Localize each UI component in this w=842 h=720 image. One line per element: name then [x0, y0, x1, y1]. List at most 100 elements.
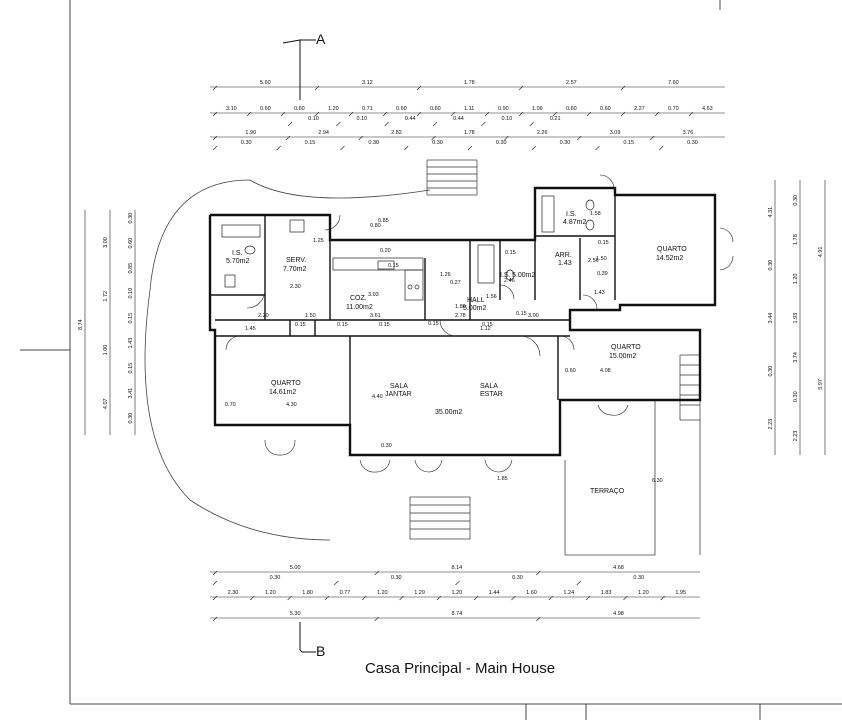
dimension-label-bottom: 5.30 — [290, 611, 301, 617]
dimension-label-bottom: 0.77 — [340, 590, 351, 596]
dimension-label-top: 0.70 — [668, 106, 679, 112]
dimension-label-top: 0.60 — [396, 106, 407, 112]
dimension-label-bottom: 1.24 — [563, 590, 574, 596]
dimension-tick — [399, 595, 404, 601]
dimension-tick — [484, 111, 490, 117]
dimension-tick — [314, 111, 320, 117]
dimension-label-right: 3.44 — [768, 313, 774, 324]
dimension-label-top: 1.11 — [464, 106, 474, 112]
dimension-tick — [246, 111, 252, 117]
room-area: 7.70m2 — [283, 266, 306, 273]
room-name: TERRAÇO — [590, 488, 625, 495]
dimension-label-interior: 0.60 — [565, 368, 576, 374]
dimension-label-bottom: 1.20 — [377, 590, 388, 596]
dimension-label-top-sub: 0.44 — [405, 116, 416, 122]
room-name-line1: SALA — [390, 383, 408, 390]
dimension-label-interior: 1.56 — [486, 294, 497, 300]
dimension-label-interior: 4.30 — [286, 402, 297, 408]
dimension-label-top: 2.57 — [566, 80, 577, 86]
dimension-tick — [416, 111, 422, 117]
dimension-label-left: 1.43 — [128, 338, 134, 349]
dimension-tick — [620, 85, 626, 91]
dimension-label-top: 3.12 — [362, 80, 373, 86]
interior-walls — [210, 195, 616, 455]
dimension-tick — [276, 145, 281, 151]
section-marker-b — [299, 622, 316, 653]
dimension-label-left: 8.74 — [78, 319, 84, 330]
dimension-tick — [595, 145, 600, 151]
dimension-tick — [536, 570, 541, 576]
dimension-label-bottom-sub: 0.30 — [633, 575, 644, 581]
dimension-tick — [511, 595, 516, 601]
section-marker-a — [282, 39, 316, 100]
dimension-label-left: 1.00 — [103, 345, 109, 356]
dimension-label-interior: 2.30 — [290, 284, 301, 290]
dimension-tick — [280, 111, 286, 117]
dimension-label-interior: 0.30 — [381, 443, 392, 449]
dimension-lines — [84, 86, 826, 619]
dimension-tick — [404, 145, 409, 151]
dimension-tick — [623, 595, 628, 601]
dimension-tick — [314, 85, 320, 91]
room-name: I.S. — [500, 272, 511, 279]
dimension-label-top-sub: 0.30 — [687, 140, 698, 146]
dimension-label-bottom: 1.95 — [675, 590, 686, 596]
dimension-label-right: 0.30 — [793, 195, 799, 206]
section-label-b: B — [316, 643, 325, 659]
dimension-label-top: 2.82 — [391, 130, 402, 136]
dimension-label-interior: 4.40 — [372, 394, 383, 400]
room-name-line1: SALA — [480, 383, 498, 390]
dimension-tick — [212, 570, 218, 576]
dimension-label-interior: 1.85 — [497, 476, 508, 482]
dimension-label-top: 4.63 — [702, 106, 713, 112]
dimension-label-top-sub: 0.30 — [432, 140, 443, 146]
dimension-label-bottom: 1.20 — [638, 590, 649, 596]
dimension-label-interior: 0.15 — [482, 322, 493, 328]
dimension-label-top-sub: 0.15 — [305, 140, 316, 146]
dimension-label-left: 0.10 — [128, 288, 134, 299]
dimension-label-bottom-sub: 0.30 — [270, 575, 281, 581]
dimension-label-top: 3.76 — [683, 130, 694, 136]
dimension-label-bottom: 1.20 — [452, 590, 463, 596]
dimension-label-right: 0.30 — [768, 366, 774, 377]
dimension-label-interior: 0.15 — [337, 322, 348, 328]
dimension-tick — [324, 595, 330, 601]
dimension-tick — [416, 85, 422, 91]
dimension-label-top: 1.90 — [245, 130, 256, 136]
dimension-label-interior: 2.46 — [504, 278, 515, 284]
dimension-label-left: 0.30 — [128, 213, 134, 224]
dimension-label-top: 1.06 — [532, 106, 543, 112]
room-name: I.S. — [232, 250, 243, 257]
dimension-label-top-sub: 0.10 — [357, 116, 368, 122]
dimension-label-interior: 0.15 — [379, 322, 390, 328]
dimension-label-top: 0.60 — [430, 106, 441, 112]
dimension-label-interior: 1.25 — [313, 238, 324, 244]
dimension-label-top-sub: 0.44 — [453, 116, 464, 122]
french-doors — [264, 227, 734, 473]
dimension-label-right: 0.30 — [768, 260, 774, 271]
dimension-tick — [432, 121, 438, 127]
dimension-label-left: 0.15 — [128, 313, 134, 324]
dimension-label-bottom: 8.74 — [452, 611, 463, 617]
dimension-tick — [374, 570, 379, 576]
bathroom-fixtures — [221, 195, 595, 288]
dimension-label-bottom: 2.30 — [228, 590, 239, 596]
dimension-label-top: 3.10 — [226, 106, 237, 112]
dimension-label-top-sub: 0.30 — [241, 140, 252, 146]
dimension-label-top-sub: 0.30 — [368, 140, 379, 146]
room-area: 11.00m2 — [346, 304, 373, 311]
room-name: QUARTO — [611, 344, 641, 351]
dimension-label-interior: 6.30 — [652, 478, 663, 484]
dimension-tick — [362, 595, 367, 601]
dimension-label-top-sub: 0.30 — [496, 140, 507, 146]
dimension-tick — [473, 595, 479, 601]
dimension-label-top-sub: 0.21 — [550, 116, 561, 122]
dimension-label-top: 0.60 — [294, 106, 305, 112]
room-name: ARR. — [555, 252, 572, 259]
dimension-tick — [287, 595, 292, 601]
dimension-label-left: 3.41 — [128, 388, 134, 399]
dimension-label-top: 1.78 — [464, 80, 475, 86]
dimension-label-interior: 0.15 — [388, 263, 399, 269]
room-name: SERV. — [286, 257, 306, 264]
